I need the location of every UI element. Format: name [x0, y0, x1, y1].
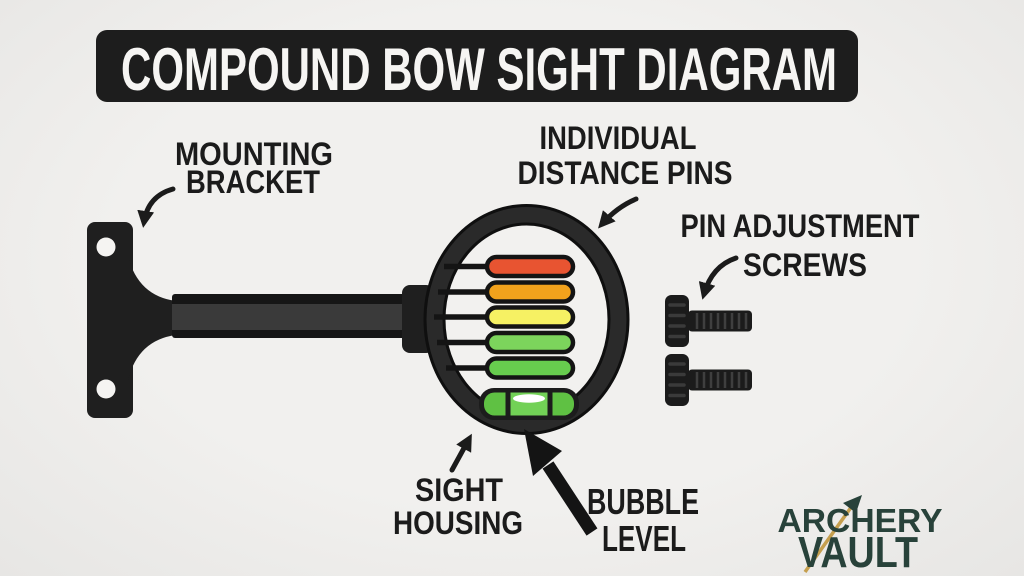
distance-pin-2 [484, 280, 576, 304]
label-bubble-level-line1: BUBBLE [587, 481, 699, 522]
bracket-hole-bottom [96, 379, 116, 399]
bracket-hole-top [96, 237, 116, 257]
distance-pin-3 [484, 305, 576, 329]
label-sight-housing-line2: HOUSING [393, 505, 523, 541]
distance-pin-4 [484, 330, 576, 355]
label-distance-pins-line2: DISTANCE PINS [518, 155, 733, 191]
screw-2-ridges [668, 362, 686, 398]
mounting-bracket-arm [128, 256, 176, 380]
distance-pins-arrow [598, 196, 639, 229]
logo-line-2: VAULT [798, 528, 918, 576]
screw-2-threads [695, 372, 748, 388]
bubble-divider-right [547, 391, 553, 417]
page-title: COMPOUND BOW SIGHT DIAGRAM [121, 36, 837, 103]
adjustment-screws-arrow [698, 255, 739, 300]
screw-2-head [665, 354, 689, 406]
screw-1-threads [695, 313, 748, 329]
mounting-bracket-arrow [137, 186, 176, 228]
brand-logo: ARCHERY VAULT [778, 495, 943, 576]
distance-pin-5 [484, 356, 576, 380]
sight-housing-arrow [449, 433, 472, 473]
title-banner [96, 30, 858, 102]
bubble-arrowhead [524, 429, 562, 476]
mounting-bracket-plate [87, 222, 133, 418]
bubble-highlight [513, 394, 545, 403]
bubble-level-arrow [524, 429, 598, 536]
label-mounting-bracket-line2: BRACKET [186, 164, 320, 200]
screw-1-head [665, 295, 689, 347]
logo-arrow-shaft [803, 504, 854, 574]
label-adjustment-screws-line1: PIN ADJUSTMENT [681, 208, 920, 244]
screw-1-ridges [668, 303, 686, 339]
bubble-divider-left [505, 391, 511, 417]
adjustment-screw-1 [665, 295, 752, 347]
label-bubble-level-line2: LEVEL [602, 518, 686, 559]
label-adjustment-screws-line2: SCREWS [743, 247, 867, 283]
extension-bar-core [172, 304, 416, 330]
bubble-arrow-shaft [542, 461, 598, 536]
distance-pin-1 [484, 254, 576, 279]
bubble-level [479, 388, 579, 420]
adjustment-screw-2 [665, 354, 752, 406]
label-sight-housing-line1: SIGHT [415, 472, 503, 508]
logo-line-1: ARCHERY [778, 502, 943, 539]
label-mounting-bracket-line1: MOUNTING [175, 136, 333, 172]
logo-arrowhead-icon [843, 495, 862, 513]
distance-pins [484, 254, 576, 380]
label-distance-pins-line1: INDIVIDUAL [540, 120, 697, 156]
